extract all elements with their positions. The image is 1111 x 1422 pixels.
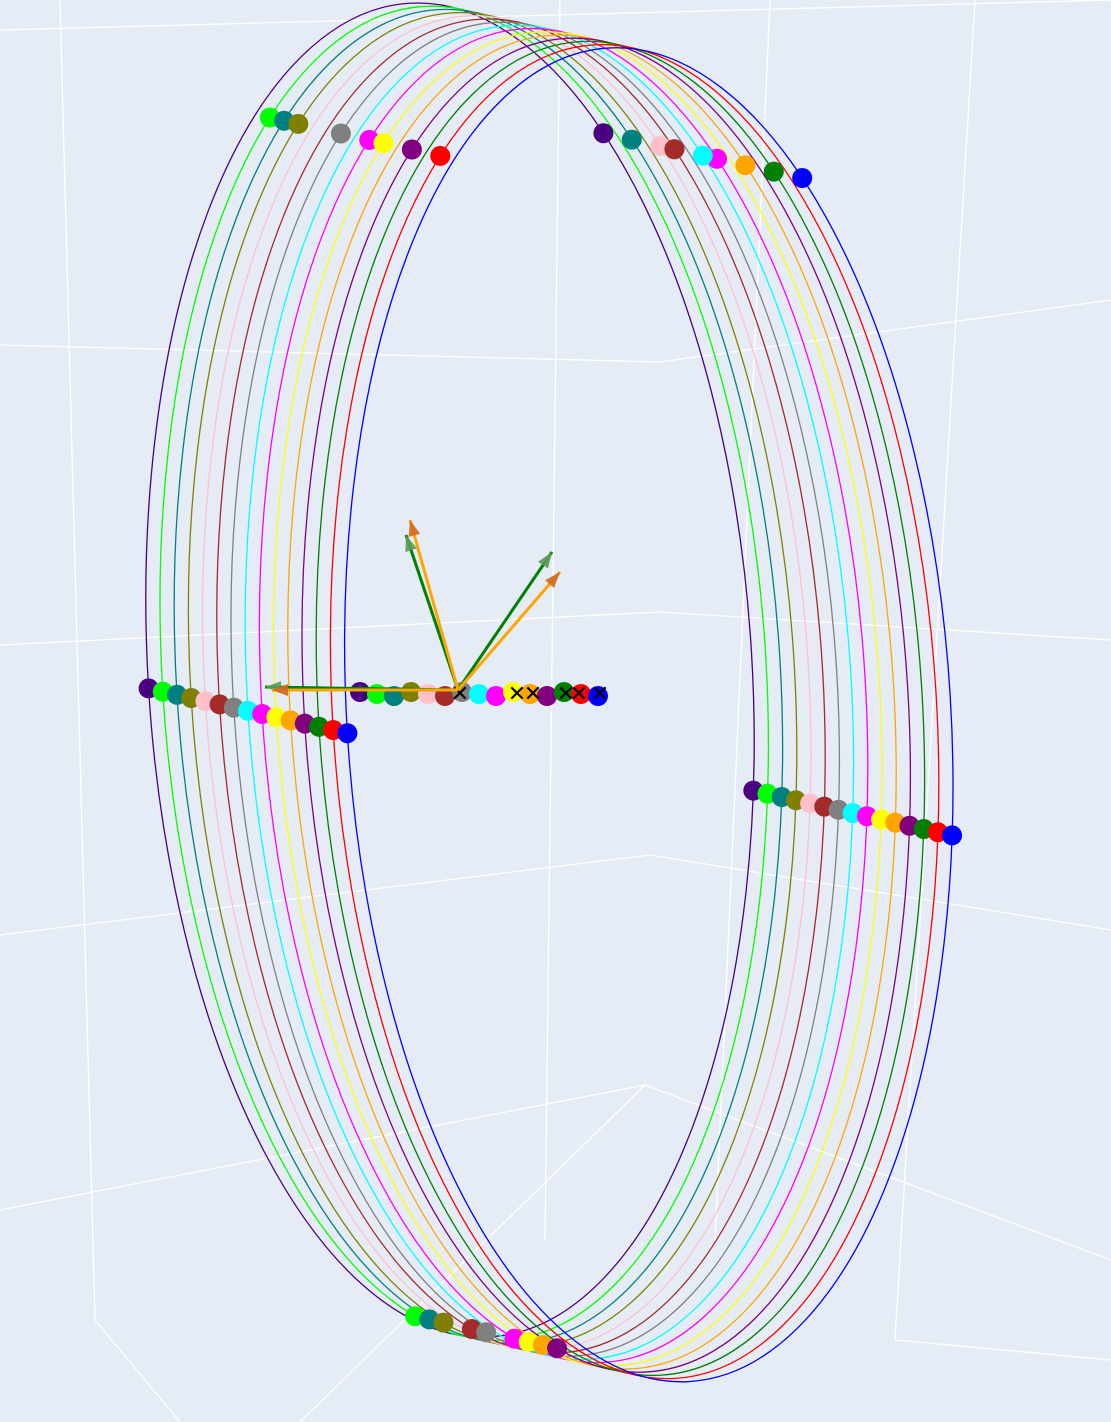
grid-line [659, 299, 1111, 363]
center-point [367, 684, 387, 704]
grid-line [0, 344, 661, 363]
vector-shaft [456, 551, 554, 691]
vector-head [272, 684, 288, 696]
ring-curve [329, 43, 940, 1380]
vector-head [538, 552, 552, 569]
ring-points [138, 107, 963, 1359]
grid-line [659, 611, 1111, 641]
center-x-marker: ✕ [591, 682, 609, 707]
ring-point [621, 129, 642, 150]
grid-line [644, 1084, 1111, 1261]
ring-curve [173, 8, 784, 1345]
ring-point [593, 123, 614, 144]
ring-point [401, 139, 422, 160]
center-x-marker: ✕ [451, 682, 469, 707]
ring-point [692, 145, 713, 166]
ring-point [433, 1312, 454, 1333]
center-point [554, 682, 574, 702]
center-x-marker: ✕ [508, 682, 526, 707]
center-point [588, 686, 608, 706]
ring-point [330, 123, 351, 144]
center-markers: ✕✕✕✕✕✕ [350, 682, 609, 707]
center-point [571, 684, 591, 704]
vector-shaft [456, 571, 562, 691]
vector-shaft [408, 519, 460, 691]
grid-line [894, 1339, 1111, 1361]
ring-curve [145, 2, 755, 1338]
grid-line [649, 854, 1111, 931]
center-point [520, 684, 540, 704]
center-x-marker: ✕ [557, 682, 575, 707]
grid-line [0, 0, 1111, 31]
center-point [503, 682, 523, 702]
ring-point [664, 139, 685, 160]
ring-curve [343, 47, 954, 1383]
ring-point [337, 723, 358, 744]
grid-line [0, 1084, 646, 1211]
center-point [537, 686, 557, 706]
grid-line [544, 0, 561, 1241]
center-point [418, 684, 438, 704]
ring-point [735, 155, 756, 176]
center-point [350, 682, 370, 702]
vector-head [408, 520, 421, 537]
center-x-marker: ✕ [570, 682, 588, 707]
center-point [401, 682, 421, 702]
ring-point [476, 1322, 497, 1343]
ring-point [430, 145, 451, 166]
ring-curve [315, 40, 926, 1377]
ring-point [763, 161, 784, 182]
center-point [486, 686, 506, 706]
grid-line [59, 0, 96, 1321]
ring-point [547, 1338, 568, 1359]
grid-line [94, 1319, 181, 1422]
ring-point [942, 825, 963, 846]
vector-head [545, 572, 560, 588]
vector-arrows [264, 519, 562, 696]
ring-point [792, 168, 813, 188]
grid-line [714, 0, 771, 1241]
ring-point [288, 113, 309, 134]
center-x-marker: ✕ [524, 682, 542, 707]
center-point [469, 684, 489, 704]
vector-head [405, 535, 417, 553]
ring-point [373, 133, 394, 154]
